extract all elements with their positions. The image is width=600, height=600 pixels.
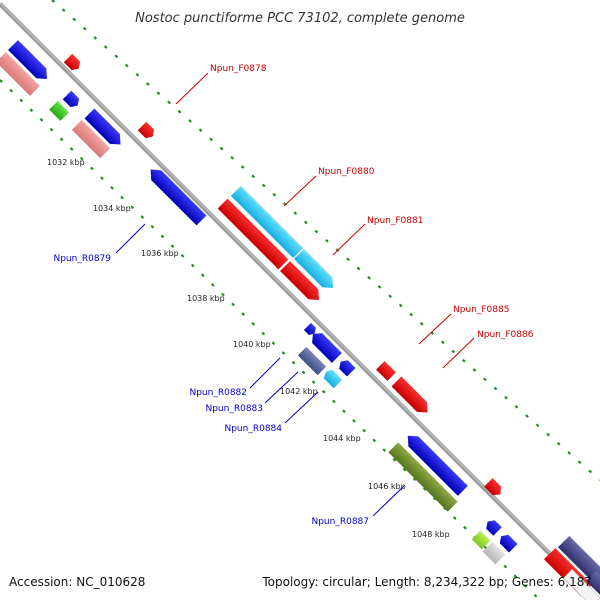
gene-arrow-red[interactable] [137, 121, 157, 141]
gene-arrow-blue[interactable] [336, 357, 356, 377]
outer-forward-track [51, 0, 600, 481]
scale-tick-label: 1042 kbp [280, 387, 318, 396]
forward-gene-labels: Npun_F0878 Npun_F0880 Npun_F0881 Npun_F0… [210, 64, 534, 340]
gene-arrow-cyan[interactable] [322, 368, 343, 389]
gene-arrow-blue[interactable] [8, 40, 52, 84]
gene-features [0, 40, 600, 600]
gene-arrow-blue[interactable] [84, 108, 125, 149]
reverse-label-leaders [115, 223, 405, 517]
scale-tick-label: 1032 kbp [47, 158, 85, 167]
scale-tick-label: 1048 kbp [412, 530, 450, 539]
gene-arrow-red[interactable] [376, 361, 396, 381]
leader-line [442, 337, 475, 369]
gene-arrow-lime[interactable] [471, 530, 491, 550]
gene-arrow-pink[interactable] [0, 52, 40, 96]
gene-arrow-red[interactable] [280, 261, 324, 305]
leader-line [264, 371, 299, 404]
gene-label[interactable]: Npun_R0879 [53, 254, 111, 264]
gene-arrow-grey[interactable] [482, 541, 506, 565]
gene-arrow-cyan[interactable] [294, 249, 338, 293]
gene-label[interactable]: Npun_F0881 [367, 216, 423, 226]
gene-arrow-olive[interactable] [388, 442, 458, 512]
gene-arrow-red[interactable] [63, 53, 83, 73]
gene-label[interactable]: Npun_F0886 [477, 330, 534, 340]
leader-line [284, 391, 319, 424]
scale-tick-label: 1034 kbp [93, 204, 131, 213]
gene-label[interactable]: Npun_F0885 [453, 305, 509, 315]
gene-arrow-navy[interactable] [585, 570, 600, 596]
gene-label[interactable]: Npun_R0887 [311, 517, 369, 527]
scale-tick-label: 1036 kbp [141, 249, 179, 258]
gene-arrow-blue[interactable] [62, 90, 82, 110]
gene-arrow-blue[interactable] [303, 322, 318, 337]
leader-line [372, 485, 405, 517]
gene-arrow-steel[interactable] [297, 346, 327, 376]
gene-label[interactable]: Npun_F0878 [210, 64, 267, 74]
gene-arrow-cyan[interactable] [230, 185, 304, 259]
gene-arrow-blue[interactable] [483, 517, 502, 536]
scale-tick-label: 1040 kbp [233, 340, 271, 349]
map-title: Nostoc punctiforme PCC 73102, complete g… [135, 11, 465, 26]
gene-label[interactable]: Npun_R0882 [189, 388, 247, 398]
gene-arrow-blue[interactable] [141, 160, 212, 231]
leader-line [115, 223, 146, 254]
topology-text: Topology: circular; Length: 8,234,322 bp… [261, 575, 592, 589]
gene-arrow-red[interactable] [217, 198, 289, 270]
leader-line [418, 313, 452, 345]
scale-ticks: 1032 kbp 1034 kbp 1036 kbp 1038 kbp 1040… [47, 158, 450, 539]
gene-arrow-red[interactable] [391, 376, 432, 417]
leader-line [332, 223, 366, 256]
gene-label[interactable]: Npun_R0883 [205, 404, 263, 414]
gene-arrow-blue[interactable] [497, 532, 518, 553]
gene-arrow-pink[interactable] [71, 119, 111, 159]
leader-line [175, 72, 209, 105]
scale-tick-label: 1038 kbp [187, 294, 225, 303]
gene-arrow-white[interactable] [563, 569, 600, 600]
gene-arrow-blue[interactable] [308, 329, 342, 363]
forward-label-leaders [175, 72, 475, 369]
gene-arrow-navy[interactable] [557, 535, 600, 585]
gene-label[interactable]: Npun_R0884 [224, 424, 282, 434]
leader-line [249, 357, 281, 389]
accession-text: Accession: NC_010628 [9, 575, 145, 589]
gene-arrow-green[interactable] [49, 101, 69, 121]
scale-tick-label: 1046 kbp [368, 482, 406, 491]
leader-line [283, 175, 317, 207]
scale-tick-label: 1044 kbp [323, 434, 361, 443]
gene-arrow-blue[interactable] [403, 431, 468, 496]
reverse-gene-labels: Npun_R0879 Npun_R0882 Npun_R0883 Npun_R0… [53, 254, 369, 527]
gene-label[interactable]: Npun_F0880 [318, 167, 375, 177]
